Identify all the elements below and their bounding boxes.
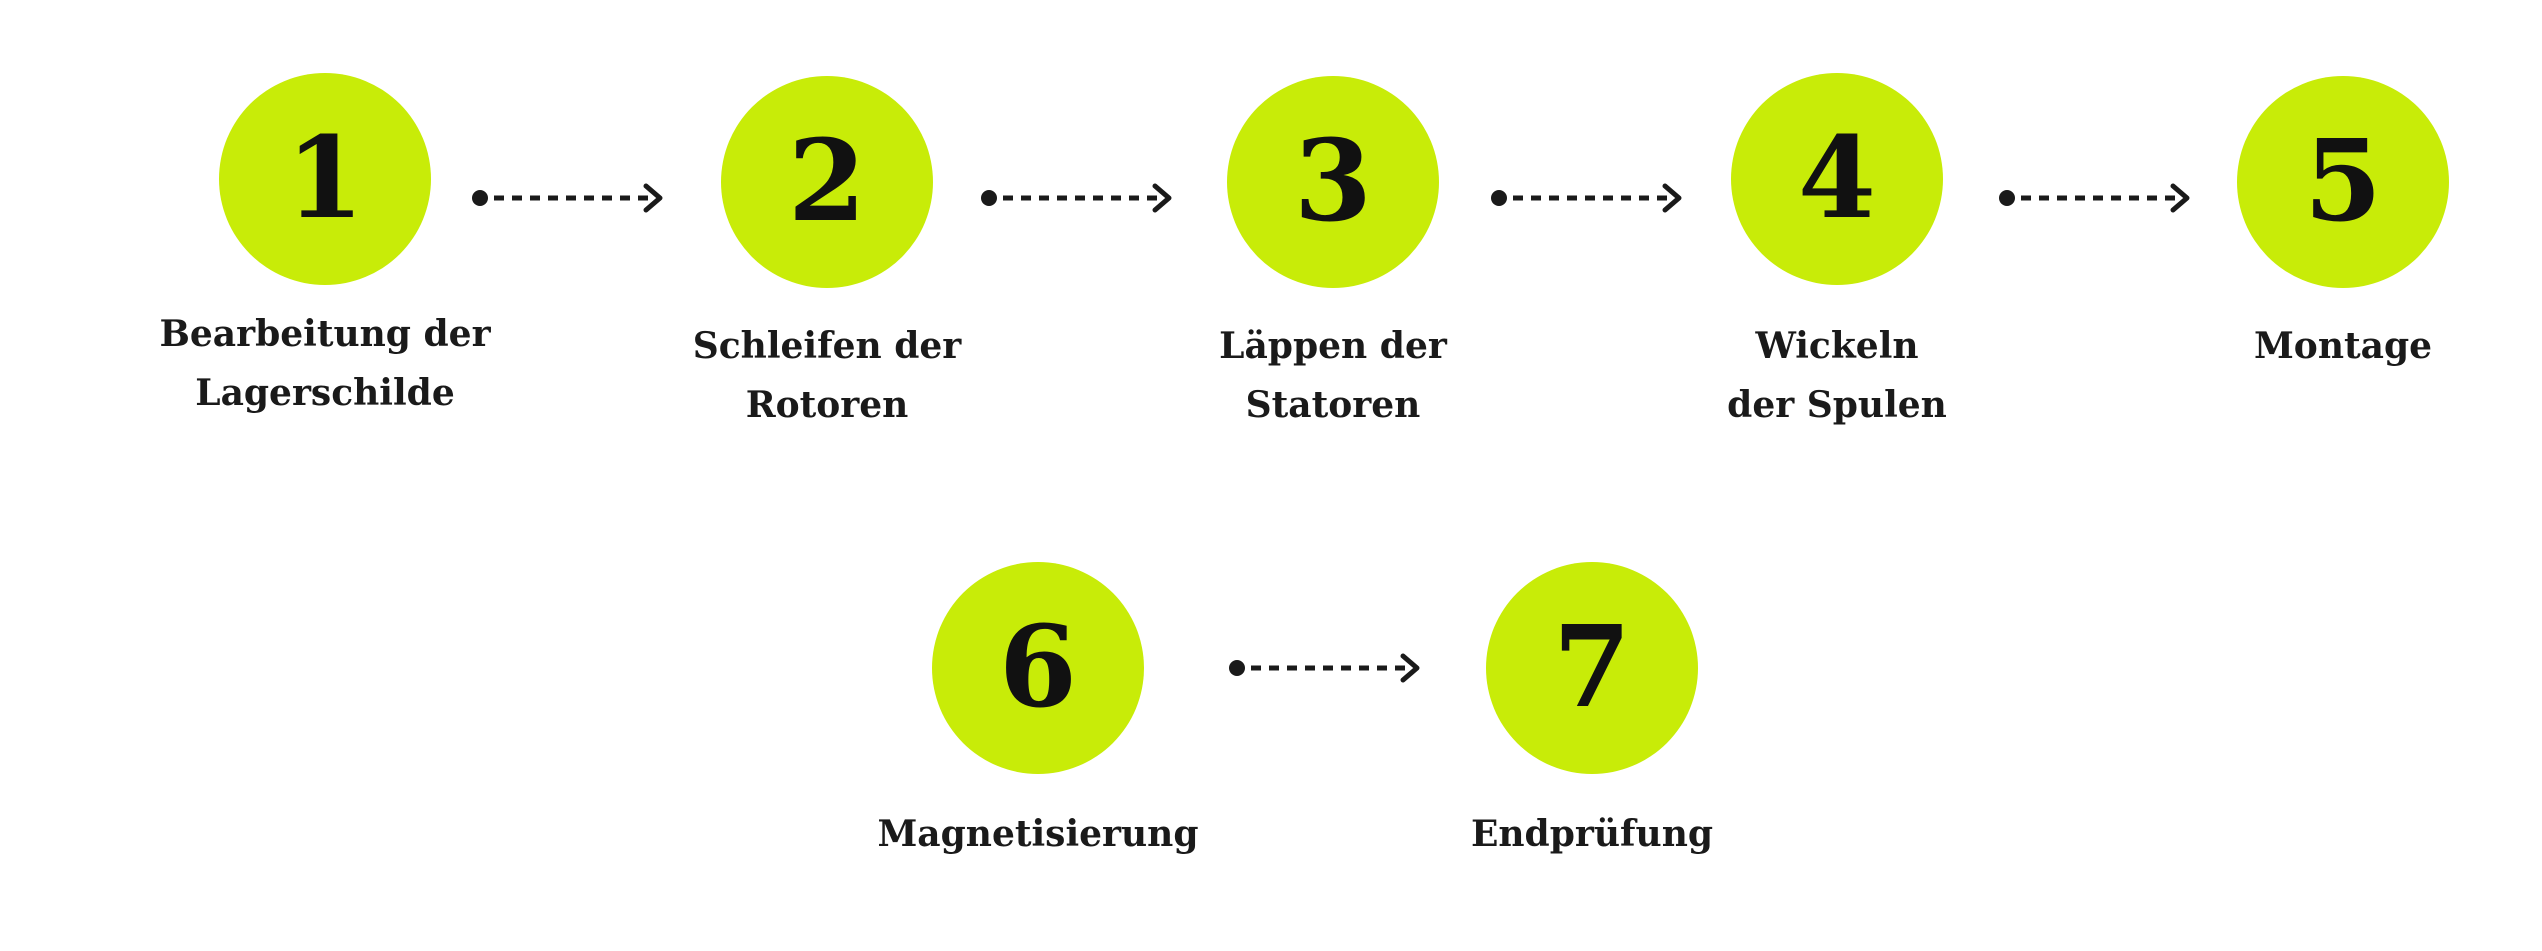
dotted-arrow-icon xyxy=(1229,653,1420,683)
step-6-circle: 6 xyxy=(932,562,1144,774)
step-7-number: 7 xyxy=(1553,602,1631,733)
step-2-circle: 2 xyxy=(721,76,933,288)
dotted-arrow-icon xyxy=(981,183,1172,213)
step-1-circle: 1 xyxy=(219,73,431,285)
step-4-label: Wickeln der Spulen xyxy=(1727,325,1947,426)
step-4-number: 4 xyxy=(1798,113,1876,244)
step-7-circle: 7 xyxy=(1486,562,1698,774)
step-4-circle: 4 xyxy=(1731,73,1943,285)
dotted-arrow-icon xyxy=(1999,183,2190,213)
step-6-label: Magnetisierung xyxy=(877,813,1199,855)
step-2-number: 2 xyxy=(788,116,866,247)
dotted-arrow-icon xyxy=(472,183,663,213)
step-5-label: Montage xyxy=(2253,325,2433,367)
step-1-label: Bearbeitung der Lagerschilde xyxy=(159,313,491,414)
step-3-number: 3 xyxy=(1294,116,1372,247)
step-1-number: 1 xyxy=(286,113,364,244)
step-5-circle: 5 xyxy=(2237,76,2449,288)
dotted-arrow-icon xyxy=(1491,183,1682,213)
step-3-label: Läppen der Statoren xyxy=(1219,325,1447,426)
step-7-label: Endprüfung xyxy=(1470,813,1714,855)
step-2-label: Schleifen der Rotoren xyxy=(692,325,962,426)
step-3-circle: 3 xyxy=(1227,76,1439,288)
step-5-number: 5 xyxy=(2304,116,2382,247)
step-6-number: 6 xyxy=(999,602,1077,733)
